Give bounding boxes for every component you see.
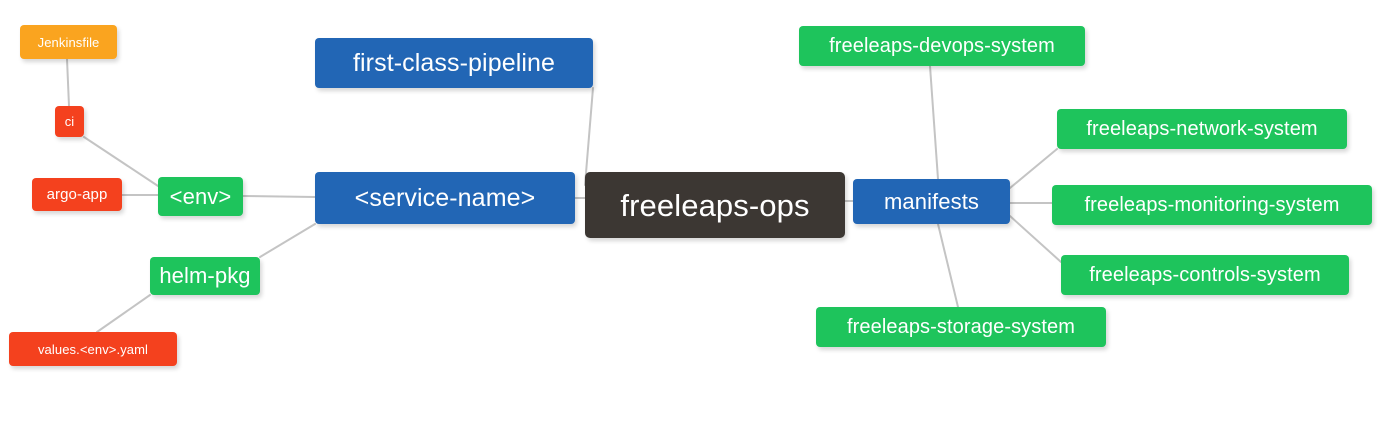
- mindmap-node-label: freeleaps-controls-system: [1089, 264, 1321, 286]
- mindmap-node-values-env-yaml[interactable]: values.<env>.yaml: [9, 332, 177, 366]
- mindmap-edge: [259, 223, 316, 258]
- mindmap-edge: [929, 65, 939, 180]
- mindmap-node-label: manifests: [883, 188, 980, 214]
- mindmap-node-label: values.<env>.yaml: [37, 341, 149, 357]
- mindmap-node-label: Jenkinsfile: [37, 34, 100, 50]
- mindmap-node-freeleaps-controls-system[interactable]: freeleaps-controls-system: [1061, 255, 1349, 295]
- mindmap-node-label: ci: [64, 114, 75, 129]
- mindmap-node-argo-app[interactable]: argo-app: [32, 178, 122, 211]
- mindmap-edge: [584, 87, 594, 186]
- mindmap-node-freeleaps-network-system[interactable]: freeleaps-network-system: [1057, 109, 1347, 149]
- mindmap-node-label: freeleaps-network-system: [1086, 118, 1318, 140]
- mindmap-node-label: helm-pkg: [159, 263, 251, 288]
- mindmap-node-freeleaps-devops-system[interactable]: freeleaps-devops-system: [799, 26, 1085, 66]
- mindmap-node-env[interactable]: <env>: [158, 177, 243, 216]
- mindmap-node-label: freeleaps-devops-system: [829, 35, 1055, 57]
- mindmap-node-label: freeleaps-ops: [620, 187, 810, 223]
- mindmap-node-label: freeleaps-monitoring-system: [1084, 194, 1340, 216]
- mindmap-node-manifests[interactable]: manifests: [853, 179, 1010, 224]
- mindmap-edge: [937, 223, 959, 308]
- mindmap-edge: [66, 58, 70, 107]
- mindmap-node-jenkinsfile[interactable]: Jenkinsfile: [20, 25, 117, 59]
- mindmap-node-freeleaps-ops[interactable]: freeleaps-ops: [585, 172, 845, 238]
- mindmap-edge: [1009, 148, 1058, 189]
- mindmap-node-service-name[interactable]: <service-name>: [315, 172, 575, 224]
- mindmap-node-freeleaps-monitoring-system[interactable]: freeleaps-monitoring-system: [1052, 185, 1372, 225]
- mindmap-edge: [242, 195, 316, 198]
- mindmap-node-ci[interactable]: ci: [55, 106, 84, 137]
- mindmap-node-label: freeleaps-storage-system: [846, 316, 1076, 338]
- mindmap-node-label: <service-name>: [354, 183, 536, 212]
- mindmap-node-label: argo-app: [46, 186, 108, 203]
- mindmap-node-first-class-pipeline[interactable]: first-class-pipeline: [315, 38, 593, 88]
- mindmap-edge: [96, 294, 151, 333]
- mindmap-node-label: first-class-pipeline: [352, 48, 556, 77]
- mindmap-node-label: <env>: [169, 183, 232, 209]
- mindmap-node-helm-pkg[interactable]: helm-pkg: [150, 257, 260, 295]
- mindmap-node-freeleaps-storage-system[interactable]: freeleaps-storage-system: [816, 307, 1106, 347]
